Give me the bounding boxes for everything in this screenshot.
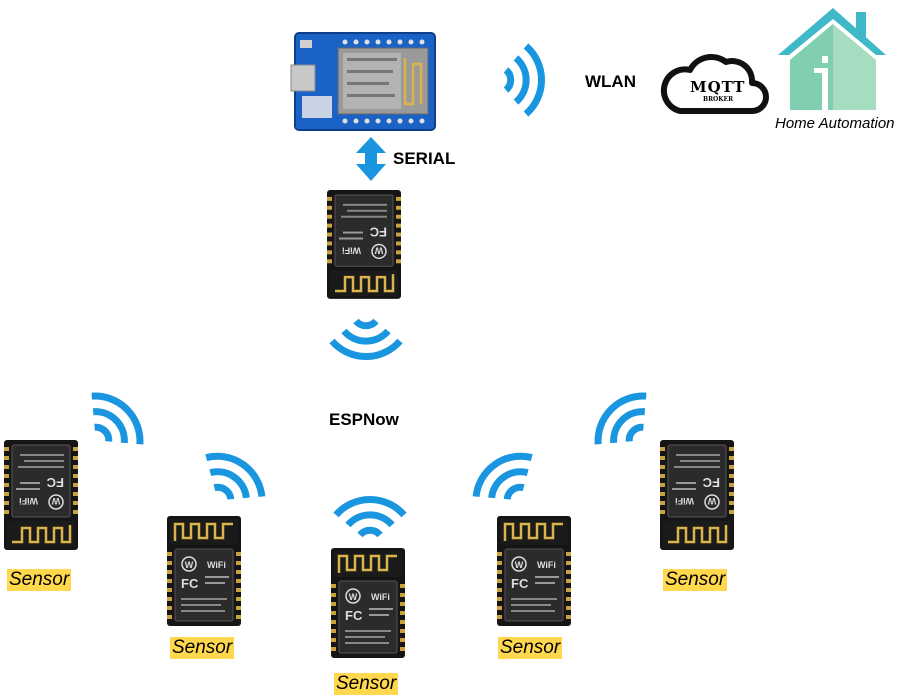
sensor-4-wifi-signal-icon <box>467 445 543 513</box>
sensor-module-5 <box>660 440 734 550</box>
gateway-esp12-module <box>327 190 401 299</box>
wlan-label: WLAN <box>585 72 636 91</box>
sensor-module-2 <box>165 514 243 628</box>
sensor-label-1: Sensor <box>7 569 72 591</box>
sensor-1-wifi-signal-icon <box>78 385 151 458</box>
broker-text: BROKER <box>703 96 734 103</box>
mqtt-cloud-icon <box>660 54 769 114</box>
serial-double-arrow-icon <box>356 137 386 181</box>
sensor-module-4 <box>495 514 573 628</box>
wemos-d1-mini-board <box>290 32 436 131</box>
home-automation-label: Home Automation <box>775 115 895 132</box>
serial-label: SERIAL <box>393 149 456 168</box>
mqtt-text: MQTT <box>690 78 746 96</box>
sensor-label-3: Sensor <box>334 673 399 695</box>
sensor-module-1 <box>4 440 78 550</box>
sensor-3-wifi-signal-icon <box>336 499 404 535</box>
sensor-label-4: Sensor <box>498 637 563 659</box>
espnow-label: ESPNow <box>329 410 399 429</box>
wlan-wifi-signal-icon <box>506 46 542 114</box>
gateway-wifi-signal-icon <box>332 321 400 357</box>
sensor-module-3 <box>329 546 407 660</box>
sensor-label-2: Sensor <box>170 637 235 659</box>
sensor-label-5: Sensor <box>663 569 728 591</box>
house-icon <box>778 8 886 110</box>
sensor-2-wifi-signal-icon <box>195 445 271 513</box>
sensor-5-wifi-signal-icon <box>587 385 660 458</box>
